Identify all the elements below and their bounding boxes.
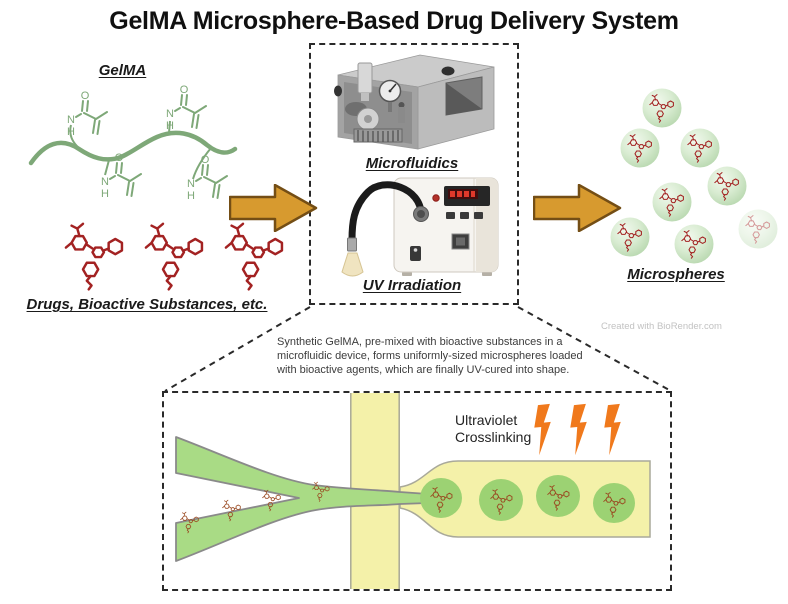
- drugs-label: Drugs, Bioactive Substances, etc.: [26, 296, 268, 313]
- microfluidics-label: Microfluidics: [365, 155, 459, 172]
- uv-crosslinking-line-1: Ultraviolet: [455, 412, 518, 428]
- gelma-polymer-structure: [28, 85, 238, 203]
- process-caption: Synthetic GelMA, pre-mixed with bioactiv…: [277, 335, 583, 377]
- flow-arrow-right-icon: [533, 184, 622, 232]
- microspheres-illustration: [610, 88, 778, 264]
- lightning-bolt-icon: [531, 403, 556, 456]
- uv-crosslinking-line-2: Crosslinking: [455, 429, 532, 445]
- caption-line-2: microfluidic device, forms uniformly-siz…: [277, 350, 583, 362]
- uv-crosslinking-label: Ultraviolet Crosslinking: [455, 412, 531, 446]
- lightning-bolt-icon: [601, 403, 626, 456]
- microfluidics-machine-illustration: [334, 54, 495, 150]
- biorender-watermark: Created with BioRender.com: [601, 321, 722, 332]
- caption-line-3: with bioactive agents, which are finally…: [277, 364, 570, 376]
- uv-irradiation-label: UV Irradiation: [362, 277, 462, 294]
- flow-arrow-left-icon: [229, 184, 318, 232]
- uv-device-illustration: [341, 177, 499, 277]
- lightning-bolt-icon: [567, 403, 592, 456]
- microsphere: [610, 88, 778, 264]
- channel-detail-box: [162, 391, 672, 591]
- process-box: [309, 43, 519, 305]
- caption-line-1: Synthetic GelMA, pre-mixed with bioactiv…: [277, 336, 563, 348]
- page-title: GelMA Microsphere-Based Drug Delivery Sy…: [109, 7, 679, 35]
- microspheres-label: Microspheres: [627, 266, 725, 283]
- gelma-label: GelMA: [98, 62, 147, 79]
- microfluidic-channel-illustration: [175, 393, 651, 589]
